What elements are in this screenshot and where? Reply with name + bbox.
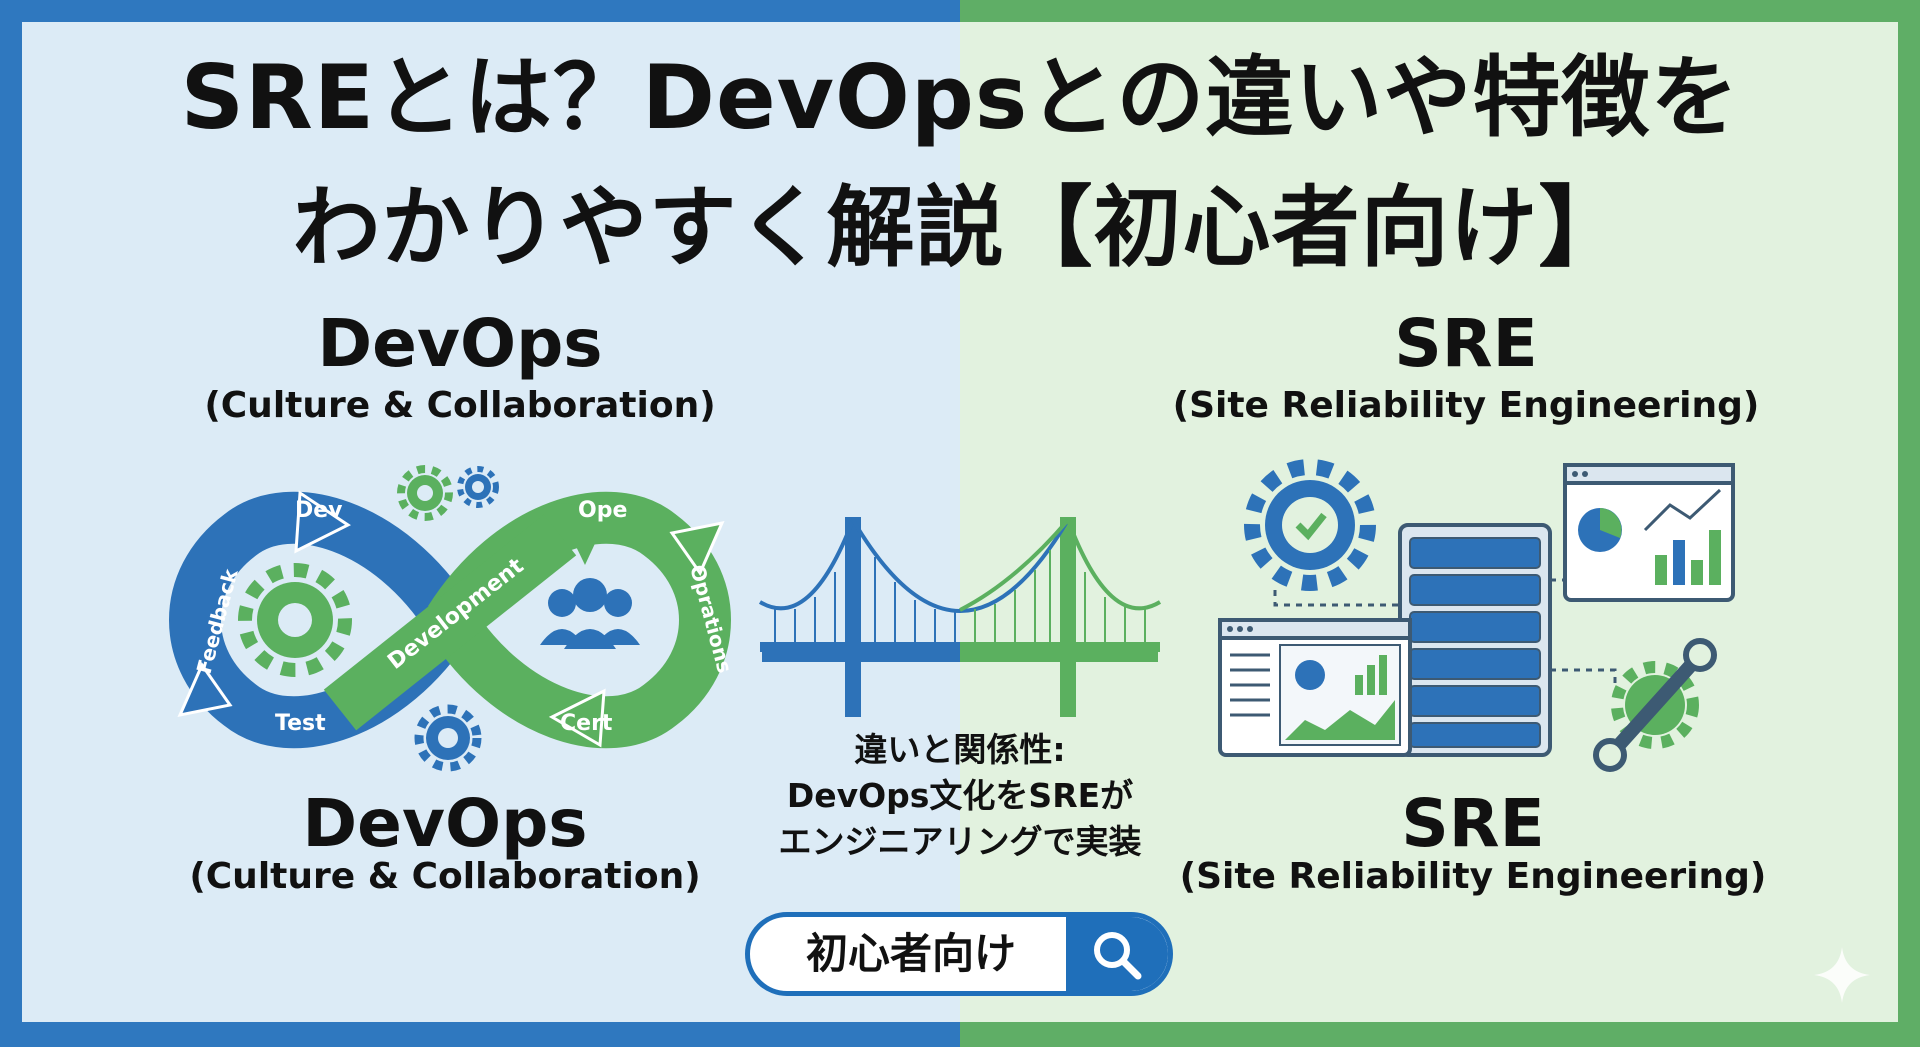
gear-icon	[457, 466, 499, 508]
page-title-line-2: わかりやすく解説【初心者向け】	[292, 176, 1628, 279]
sparkle-icon	[1814, 947, 1870, 1003]
devops-heading-top: DevOps	[317, 305, 603, 382]
gear-check-icon	[1244, 459, 1376, 591]
sre-heading-top: SRE	[1394, 305, 1538, 382]
devops-subtitle-bottom: (Culture & Collaboration)	[189, 856, 701, 897]
devops-subtitle-top: (Culture & Collaboration)	[204, 385, 716, 426]
infinity-label-ope: Ope	[578, 498, 627, 523]
sre-subtitle-top: (Site Reliability Engineering)	[1172, 385, 1760, 426]
sre-panel	[960, 22, 1898, 1022]
devops-infinity-diagram: Dev Feedback Test Development Ope Oprati…	[169, 465, 737, 772]
infinity-label-dev: Dev	[295, 498, 343, 523]
dashboard-window-icon	[1563, 463, 1735, 602]
infinity-label-test: Test	[275, 711, 326, 736]
infinity-label-cert: Cert	[560, 711, 613, 736]
relationship-line-3: エンジニアリングで実装	[778, 822, 1142, 861]
gear-icon	[397, 465, 453, 521]
search-button[interactable]	[1066, 917, 1168, 991]
sre-heading-bottom: SRE	[1401, 785, 1545, 862]
relationship-text: 違いと関係性: DevOps文化をSREが エンジニアリングで実装	[730, 727, 1190, 865]
sre-illustration	[1218, 459, 1735, 772]
monitoring-window-icon	[1218, 618, 1412, 757]
sre-subtitle-bottom: (Site Reliability Engineering)	[1179, 856, 1767, 897]
gear-icon	[414, 704, 482, 772]
search-icon	[1094, 932, 1142, 980]
gear-icon	[238, 563, 352, 677]
beginner-search-bar[interactable]: 初心者向け	[745, 912, 1173, 996]
page-title-line-1: SREとは？DevOpsとの違いや特徴を	[180, 46, 1740, 149]
wrench-gear-icon	[1593, 638, 1717, 772]
search-label: 初心者向け	[805, 929, 1016, 978]
bridge-illustration	[758, 517, 1162, 717]
server-rack-icon	[1398, 523, 1552, 757]
team-icon	[540, 578, 640, 649]
devops-heading-bottom: DevOps	[302, 785, 588, 862]
relationship-line-1: 違いと関係性:	[854, 730, 1066, 769]
relationship-line-2: DevOps文化をSREが	[786, 776, 1134, 815]
devops-panel	[22, 22, 960, 1022]
